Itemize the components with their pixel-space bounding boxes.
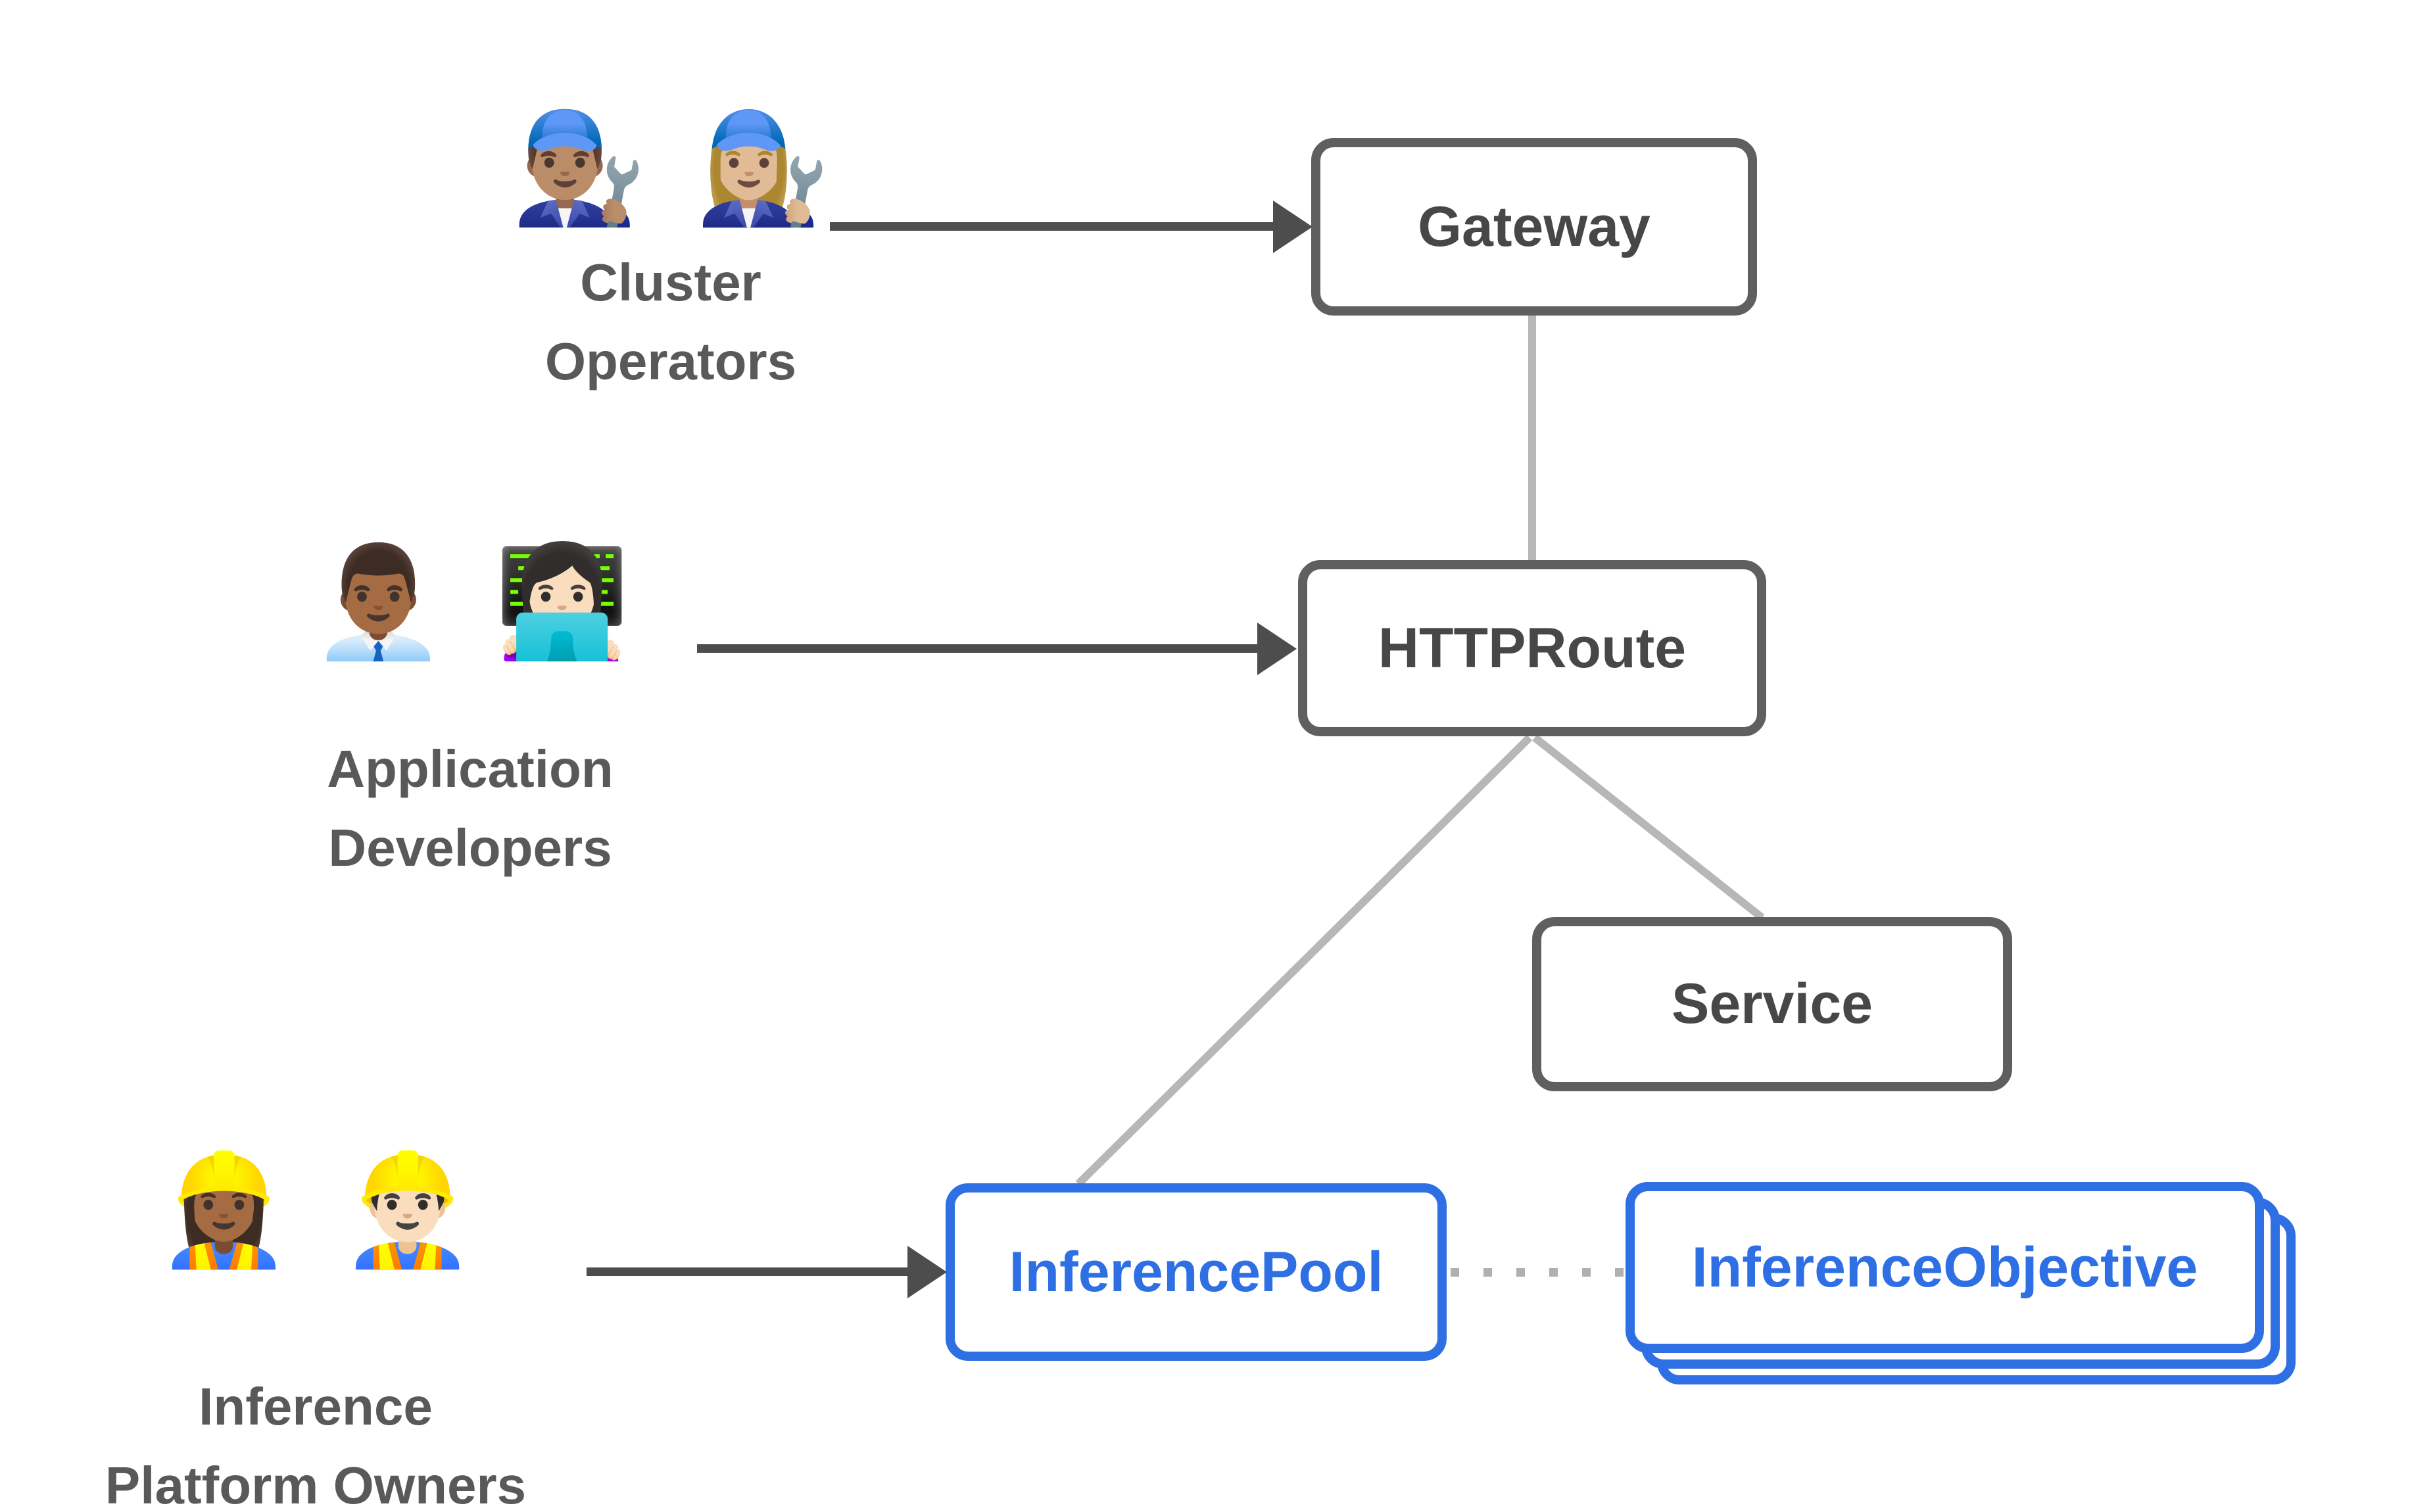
node-gateway: Gateway [1311,138,1757,316]
persona-label-line1: Application [327,740,614,798]
node-gateway-label: Gateway [1418,195,1650,258]
node-inferenceobjective-label: InferenceObjective [1691,1235,2198,1299]
node-service-label: Service [1671,972,1873,1035]
man-construction-worker-emoji: 👷🏻‍♂️ [339,1149,475,1270]
node-inferenceobjective-stack: InferenceObjective [1626,1182,2296,1386]
persona-label-line2: Operators [544,332,797,390]
connector-inferencepool-inferenceobjective-dotted [1451,1268,1626,1277]
persona-label-line1: Inference [199,1377,433,1436]
connector-httproute-service [1532,734,1765,921]
persona-emoji-row: 👨🏾‍💼 👩🏻‍💻 [233,532,707,671]
persona-inference-platform-owners: 👷🏾‍♀️ 👷🏻‍♂️ Inference Platform Owners [79,1141,552,1512]
persona-emoji-row: 👨🏽‍🔧 👩🏼‍🔧 [434,99,907,237]
arrow-cluster-operators-to-gateway [830,222,1273,231]
man-mechanic-emoji: 👨🏽‍🔧 [511,107,647,228]
persona-cluster-operators: 👨🏽‍🔧 👩🏼‍🔧 Cluster Operators [434,99,907,427]
node-inferencepool-label: InferencePool [1009,1240,1384,1304]
arrow-inference-platform-owners-to-inferencepool [587,1267,907,1276]
node-httproute: HTTPRoute [1298,560,1766,736]
man-office-worker-emoji: 👨🏾‍💼 [310,541,446,662]
arrowhead-icon [1273,201,1313,253]
persona-application-developers: 👨🏾‍💼 👩🏻‍💻 Application Developers [233,532,707,901]
arrowhead-icon [907,1246,947,1298]
woman-technologist-emoji: 👩🏻‍💻 [494,541,630,662]
woman-construction-worker-emoji: 👷🏾‍♀️ [156,1149,292,1270]
persona-label: Application Developers [233,730,707,887]
node-inferencepool: InferencePool [946,1183,1447,1361]
persona-label: Inference Platform Owners [79,1367,552,1512]
connector-gateway-httproute [1528,313,1536,563]
node-inferenceobjective: InferenceObjective [1626,1182,2264,1353]
arrow-application-developers-to-httproute [697,644,1257,653]
node-service: Service [1532,917,2012,1091]
woman-mechanic-emoji: 👩🏼‍🔧 [694,107,831,228]
persona-label-line2: Developers [328,818,612,877]
arrowhead-icon [1257,623,1297,675]
connector-httproute-inferencepool [1075,734,1533,1187]
persona-label: Cluster Operators [434,243,907,401]
persona-emoji-row: 👷🏾‍♀️ 👷🏻‍♂️ [79,1141,552,1279]
persona-label-line2: Platform Owners [105,1456,527,1512]
node-httproute-label: HTTPRoute [1378,616,1687,680]
persona-label-line1: Cluster [580,253,761,312]
